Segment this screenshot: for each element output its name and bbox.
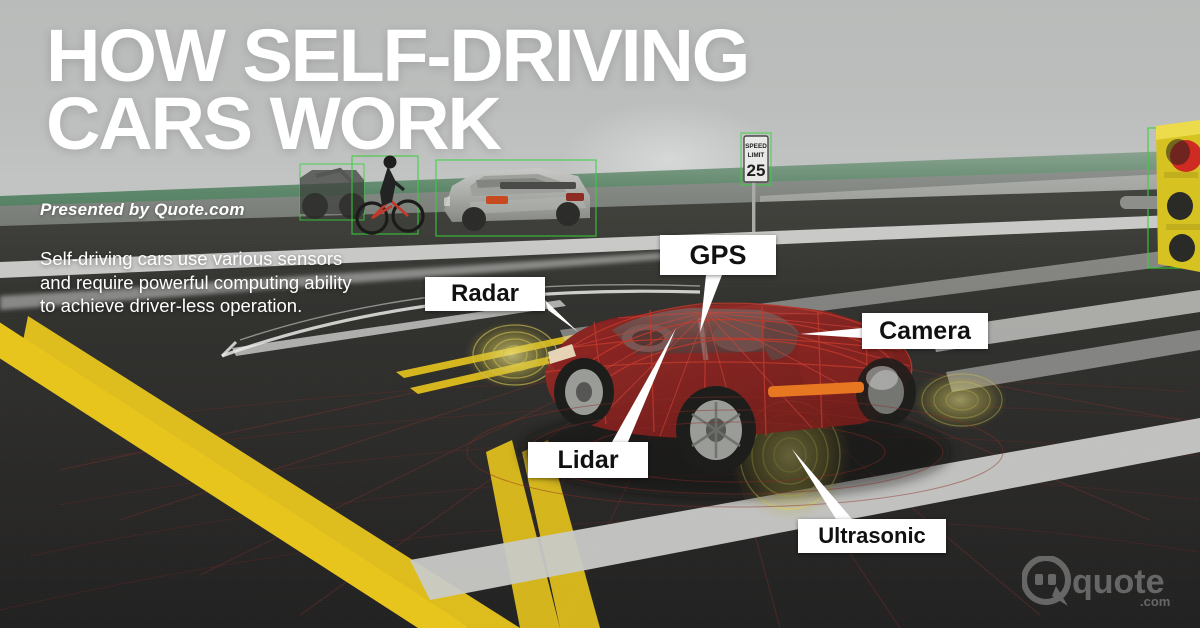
motorcycle	[299, 163, 365, 221]
callout-lidar[interactable]: Lidar	[528, 442, 648, 478]
callout-camera[interactable]: Camera	[862, 313, 988, 349]
logo-tld: .com	[1140, 594, 1170, 608]
speed-limit-sign: SPEED LIMIT 25	[740, 132, 772, 232]
callout-ultrasonic[interactable]: Ultrasonic	[798, 519, 946, 553]
grey-car	[435, 159, 597, 237]
quote-mark-icon	[1022, 556, 1071, 606]
logo-wordmark: quote	[1072, 563, 1165, 601]
page-title: HOW SELF-DRIVING CARS WORK	[46, 14, 750, 166]
quote-com-logo[interactable]: quote .com	[1022, 556, 1187, 608]
double-yellow-centerline	[0, 316, 520, 628]
presented-by: Presented by Quote.com	[40, 200, 245, 219]
traffic-light	[1120, 120, 1200, 272]
description-text: Self-driving cars use various sensors an…	[40, 248, 352, 317]
cyclist	[351, 155, 425, 235]
rear-sensor-waves	[912, 370, 1008, 430]
car-wheels	[554, 358, 916, 474]
svg-text:LIMIT: LIMIT	[748, 152, 765, 159]
turn-signal	[768, 381, 865, 398]
svg-text:25: 25	[747, 161, 766, 180]
callout-gps[interactable]: GPS	[660, 235, 776, 275]
svg-text:SPEED: SPEED	[745, 143, 767, 150]
callout-radar[interactable]: Radar	[425, 277, 545, 311]
